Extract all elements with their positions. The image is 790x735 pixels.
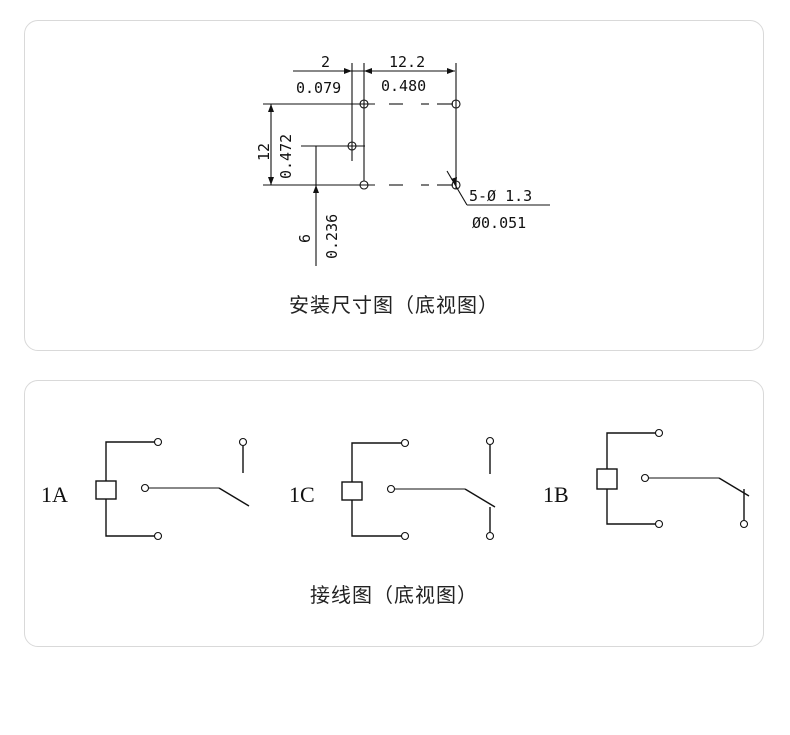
coil-lead-bottom	[606, 489, 656, 525]
arrow	[344, 68, 352, 74]
terminal	[400, 438, 410, 448]
wiring-1a: 1A	[41, 437, 250, 541]
arrow	[268, 104, 274, 112]
terminal-common	[140, 483, 150, 493]
wiring-card: 1A 1C	[24, 380, 764, 647]
dimension-caption: 安装尺寸图（底视图）	[289, 293, 499, 317]
variant-label-1b: 1B	[543, 482, 569, 507]
pin-circle	[359, 99, 369, 109]
dim-6-label: 6	[296, 234, 314, 243]
coil-lead-bottom	[351, 500, 402, 537]
pin-circle	[359, 180, 369, 190]
terminal	[153, 437, 163, 447]
pin-circle	[347, 141, 357, 151]
dim-0079-label: 0.079	[296, 79, 341, 97]
switch-blade	[218, 487, 250, 507]
switch-blade	[464, 488, 496, 508]
arrow	[268, 177, 274, 185]
terminal-no	[238, 437, 248, 447]
terminal-common	[386, 484, 396, 494]
pin-circle	[451, 99, 461, 109]
dim-0236-label: 0.236	[323, 214, 341, 259]
variant-label-1c: 1C	[289, 482, 315, 507]
coil-box	[596, 468, 618, 490]
leader-line	[446, 170, 468, 206]
coil-lead-top	[105, 441, 155, 481]
dim-0472-label: 0.472	[277, 134, 295, 179]
dim-12-label: 12	[255, 143, 273, 161]
coil-box	[341, 481, 363, 501]
terminal	[654, 519, 664, 529]
wiring-caption: 接线图（底视图）	[310, 583, 478, 607]
coil-lead-top	[351, 442, 402, 482]
terminal-common	[640, 473, 650, 483]
terminal	[400, 531, 410, 541]
terminal-nc	[485, 531, 495, 541]
wiring-1c: 1C	[289, 436, 496, 541]
arrow	[451, 177, 457, 185]
dim-122-label: 12.2	[389, 53, 425, 71]
pin-dia-label: Ø0.051	[472, 214, 526, 232]
terminal	[654, 428, 664, 438]
pin-count-label: 5-Ø 1.3	[469, 187, 532, 205]
arrow	[313, 185, 319, 193]
coil-lead-bottom	[105, 499, 155, 537]
terminal-no	[485, 436, 495, 446]
wiring-drawing: 1A 1C	[41, 428, 750, 541]
terminal-nc	[739, 519, 749, 529]
terminal	[153, 531, 163, 541]
coil-lead-top	[606, 432, 656, 469]
coil-box	[95, 480, 117, 500]
dim-0480-label: 0.480	[381, 77, 426, 95]
dimension-drawing: 2 0.079 12.2 0.480 12 0.472 6 0.236	[255, 53, 550, 266]
arrow	[364, 68, 372, 74]
variant-label-1a: 1A	[41, 482, 68, 507]
arrow	[447, 68, 455, 74]
wiring-1b: 1B	[543, 428, 750, 529]
dim-2-label: 2	[321, 53, 330, 71]
dimension-card: 2 0.079 12.2 0.480 12 0.472 6 0.236	[24, 20, 764, 351]
